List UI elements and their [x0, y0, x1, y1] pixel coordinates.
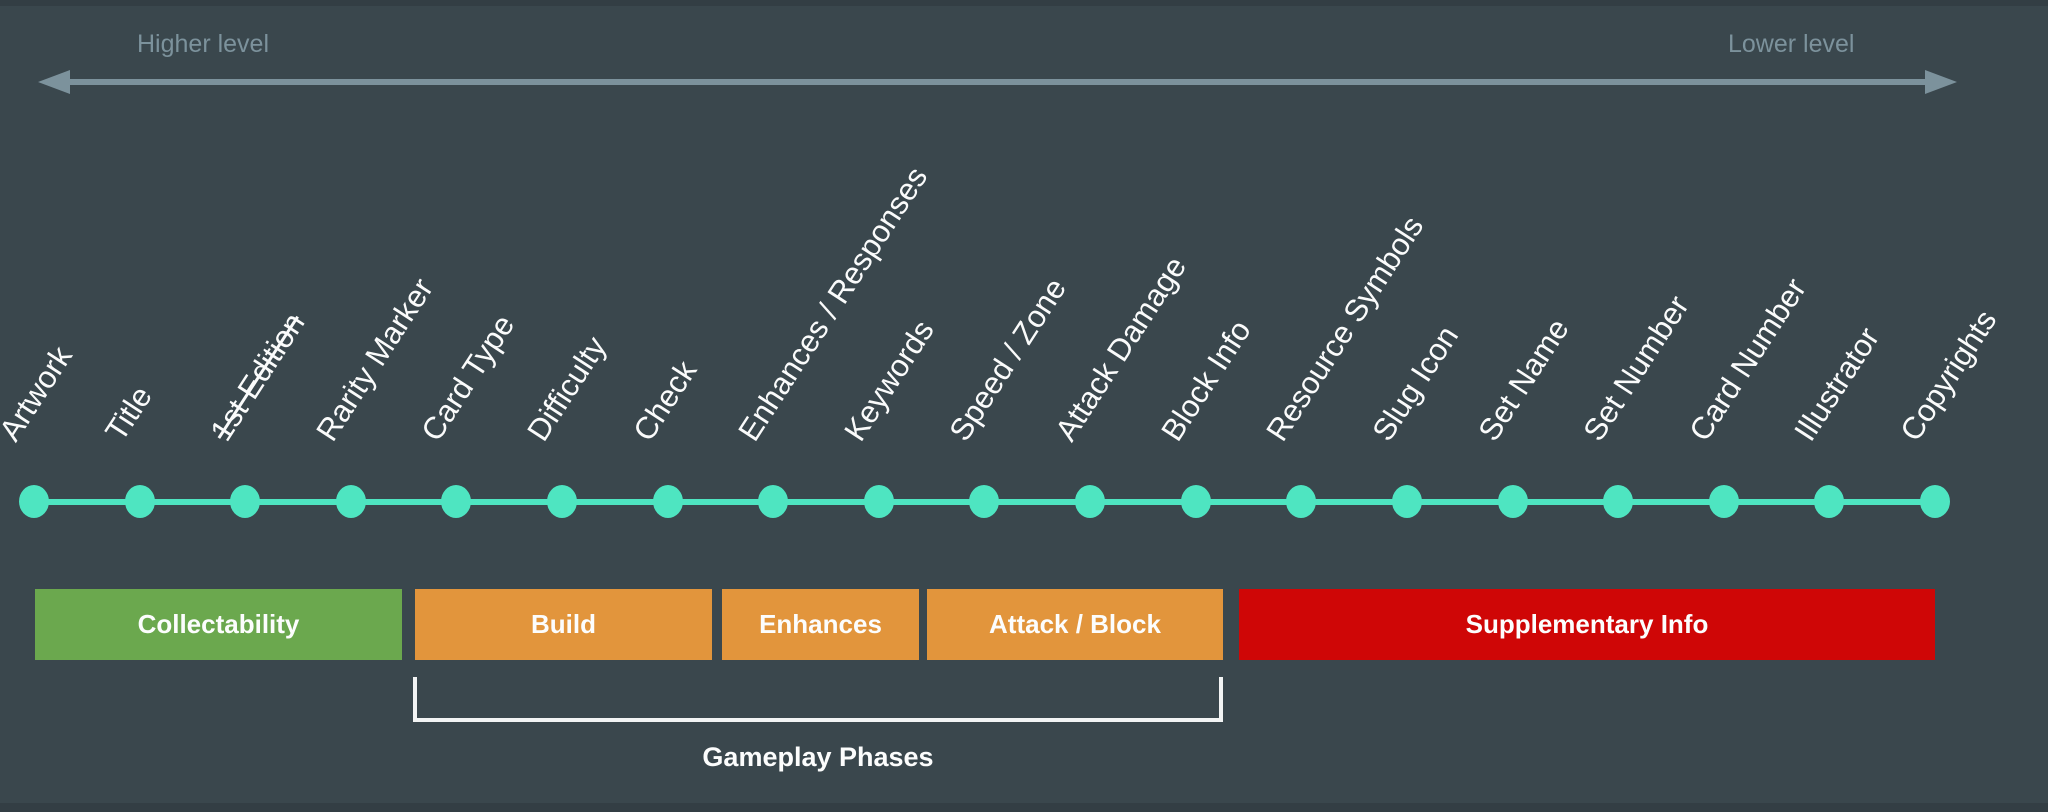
- timeline-label: Difficulty: [520, 330, 614, 448]
- bottom-edge-strip: [0, 803, 2048, 812]
- bracket-right-tick: [1219, 677, 1223, 722]
- timeline-label: Keywords: [837, 313, 941, 448]
- timeline-dot: [19, 485, 49, 518]
- timeline-label: Set Number: [1576, 289, 1696, 448]
- timeline-dot: [1603, 485, 1634, 518]
- bracket-line: [413, 718, 1223, 722]
- arrow-right-icon: [1925, 70, 1957, 94]
- category-bar-collectability: Collectability: [35, 589, 402, 660]
- category-bar-label: Collectability: [137, 609, 300, 639]
- timeline-dot: [863, 485, 894, 518]
- timeline-label: Artwork: [0, 339, 79, 448]
- timeline-dot: [1180, 485, 1211, 518]
- timeline-dot: [124, 485, 155, 518]
- timeline-dot: [652, 485, 683, 518]
- category-bar-label: Attack / Block: [989, 609, 1161, 639]
- category-bar-label: Build: [531, 609, 596, 639]
- higher-level-label: Higher level: [137, 30, 270, 58]
- timeline-label: Copyrights: [1893, 303, 2004, 448]
- timeline-dot: [1391, 485, 1422, 518]
- gameplay-phases-label: Gameplay Phases: [702, 742, 934, 772]
- timeline-label: Card Type: [414, 308, 522, 448]
- timeline-dot: [335, 485, 366, 518]
- timeline-dot: [1286, 485, 1317, 518]
- timeline-label: 1st Edition: [203, 306, 312, 448]
- timeline-dot: [1497, 485, 1528, 518]
- category-bar-label: Supplementary Info: [1465, 609, 1709, 639]
- timeline-dot: [969, 485, 1000, 518]
- timeline-dot: [547, 485, 578, 518]
- timeline-label: Set Name: [1470, 312, 1576, 448]
- timeline-dot: [441, 485, 472, 518]
- timeline-dot: [1919, 485, 1950, 518]
- timeline-label: Enhances / Responses: [731, 160, 935, 448]
- category-bar-enhances: Enhances: [722, 589, 919, 660]
- timeline-label: Illustrator: [1787, 321, 1887, 448]
- category-bar-label: Enhances: [759, 609, 882, 639]
- top-edge-strip: [0, 0, 2048, 6]
- timeline-label: Title: [97, 379, 159, 448]
- bracket-left-tick: [413, 677, 417, 722]
- category-bar-attack-block: Attack / Block: [927, 589, 1223, 660]
- timeline-dot: [1814, 485, 1845, 518]
- arrow-left-icon: [38, 70, 70, 94]
- category-bar-supplementary-info: Supplementary Info: [1239, 589, 1935, 660]
- category-bar-build: Build: [415, 589, 712, 660]
- lower-level-label: Lower level: [1728, 30, 1855, 58]
- timeline-dot: [758, 485, 789, 518]
- timeline-label: Block Info: [1154, 313, 1258, 448]
- timeline-dot: [1075, 485, 1106, 518]
- timeline-dot: [1708, 485, 1739, 518]
- timeline-label: Slug Icon: [1365, 319, 1466, 448]
- timeline-dot: [230, 485, 261, 518]
- timeline-label: Check: [625, 354, 704, 448]
- level-axis-line: [60, 79, 1935, 85]
